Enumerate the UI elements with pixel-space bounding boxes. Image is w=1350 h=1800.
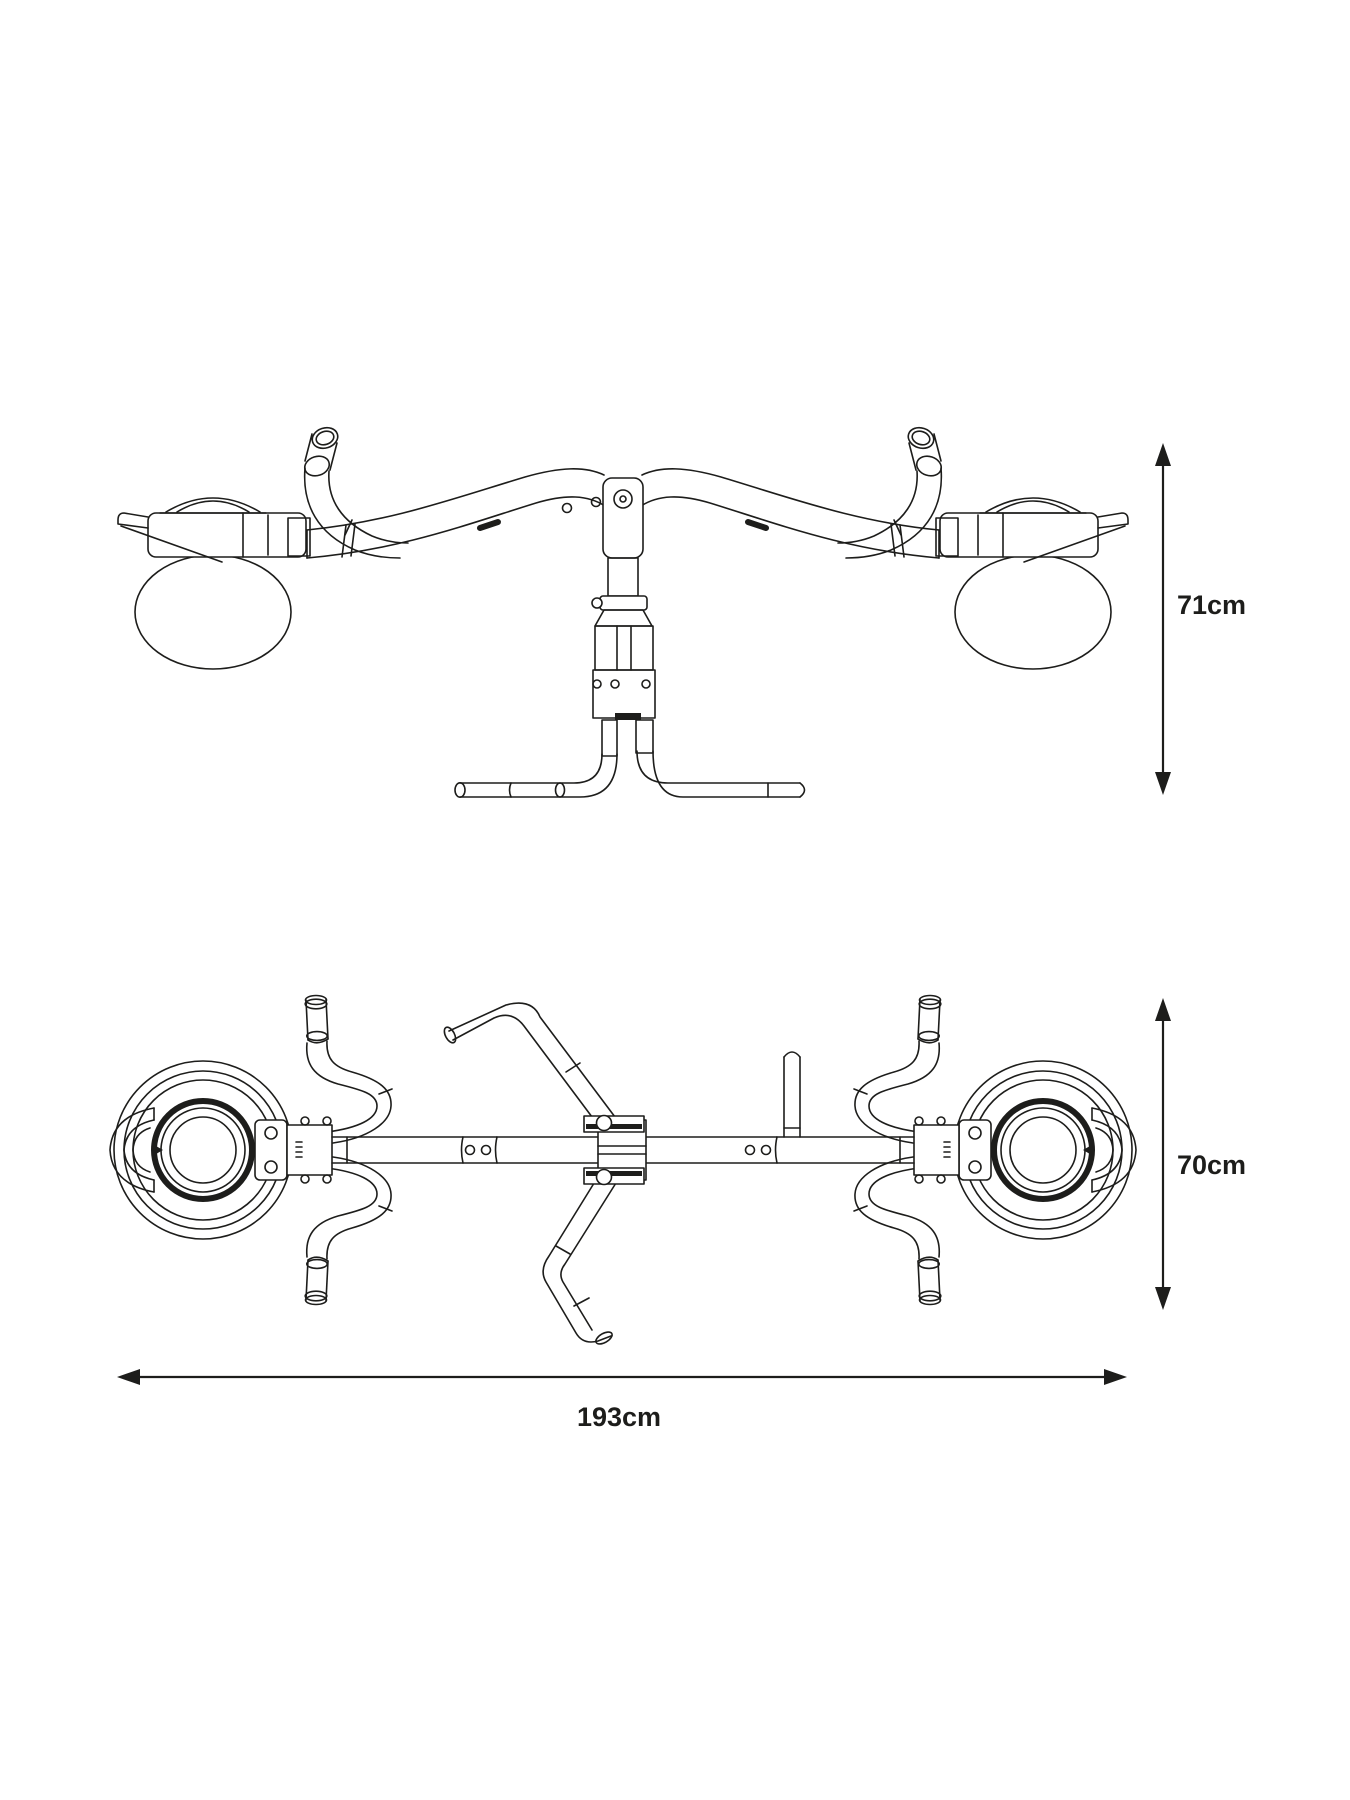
handlebar-grip — [304, 1256, 329, 1306]
arrow-up-head — [1155, 998, 1171, 1021]
bracket-bolt — [264, 1160, 278, 1174]
center-post — [591, 557, 656, 757]
arrow-up-head — [1155, 443, 1171, 466]
beam-slot-left — [477, 519, 501, 531]
right-handlebar — [837, 426, 943, 559]
bracket-screw — [300, 1116, 310, 1126]
beam-hole — [590, 496, 602, 508]
beam-hole — [561, 502, 573, 514]
right-seat-ball — [954, 554, 1112, 670]
bracket-screw — [936, 1174, 946, 1184]
dimension-193cm: 193cm — [117, 1369, 1127, 1432]
beam-hole — [760, 1144, 772, 1156]
dimension-label-70cm: 70cm — [1177, 1150, 1246, 1180]
top-view: 70cm 193cm — [109, 994, 1246, 1432]
handlebar-grip — [303, 426, 339, 477]
bracket-bolt — [968, 1160, 982, 1174]
bracket-screw — [322, 1174, 332, 1184]
left-seat-ball — [134, 554, 292, 670]
handlebar-grip — [917, 994, 942, 1044]
base-leg-right — [636, 750, 806, 798]
hub-handle-right — [1091, 1107, 1137, 1193]
clamp-knob — [595, 1114, 613, 1132]
seat-bracket — [287, 517, 311, 557]
seat-bracket — [935, 517, 959, 557]
bracket-screw — [914, 1116, 924, 1126]
seat-dome — [165, 497, 261, 513]
handlebar-grip — [907, 426, 943, 477]
handlebar-bottom-left — [293, 1152, 393, 1306]
bracket-screw — [322, 1116, 332, 1126]
post-collar — [591, 595, 648, 611]
leg-lower-left — [542, 1166, 622, 1345]
handlebar-top-right — [853, 994, 953, 1148]
collar-screw — [591, 597, 603, 609]
handlebar-grip — [917, 1256, 942, 1306]
clamp-knob — [595, 1168, 613, 1186]
seat-lip — [117, 512, 149, 529]
housing-bolt — [592, 679, 602, 689]
hub-ring — [991, 1098, 1095, 1202]
leg-pipe-right — [783, 1051, 801, 1138]
bracket-bolt — [968, 1126, 982, 1140]
leg-upper-left — [443, 1002, 622, 1134]
beam-hole — [480, 1144, 492, 1156]
hub-marker — [1083, 1146, 1090, 1154]
beam-slot-right — [745, 519, 769, 531]
dimension-71cm: 71cm — [1155, 443, 1246, 795]
handlebar-bottom-right — [853, 1152, 953, 1306]
beam-hole — [464, 1144, 476, 1156]
dimension-label-193cm: 193cm — [577, 1402, 661, 1432]
base-leg-left — [454, 753, 618, 798]
left-hub-bracket — [254, 1116, 333, 1184]
hub-marker — [156, 1146, 163, 1154]
side-view: 71cm — [117, 426, 1246, 798]
arrow-right-head — [1104, 1369, 1127, 1385]
beam — [306, 468, 940, 559]
bracket-screw — [914, 1174, 924, 1184]
housing-bolt — [641, 679, 651, 689]
base-legs — [454, 750, 806, 798]
arrow-down-head — [1155, 772, 1171, 795]
seat-lip — [1097, 512, 1129, 529]
handlebar-grip — [304, 994, 329, 1044]
arrow-down-head — [1155, 1287, 1171, 1310]
dimension-label-71cm: 71cm — [1177, 590, 1246, 620]
housing-bolt — [610, 679, 620, 689]
pivot-block — [602, 477, 644, 559]
leg-end-cap — [443, 1026, 457, 1044]
dimension-70cm: 70cm — [1155, 998, 1246, 1310]
pivot-circle — [613, 489, 633, 509]
arrow-left-head — [117, 1369, 140, 1385]
center-clamp — [583, 1114, 647, 1186]
leg-end-cap — [595, 1331, 613, 1345]
shock-housing — [592, 609, 656, 757]
beam-hole — [744, 1144, 756, 1156]
bracket-screw — [936, 1116, 946, 1126]
left-handlebar — [303, 426, 409, 559]
hub-handle-left — [109, 1107, 155, 1193]
right-hub-bracket — [913, 1116, 992, 1184]
handlebar-top-left — [293, 994, 393, 1148]
seat-dome — [985, 497, 1081, 513]
hub-ring — [151, 1098, 255, 1202]
bracket-bolt — [264, 1126, 278, 1140]
left-seat — [117, 497, 311, 670]
right-seat — [935, 497, 1129, 670]
foot-end-cap — [454, 781, 466, 798]
bracket-screw — [300, 1174, 310, 1184]
